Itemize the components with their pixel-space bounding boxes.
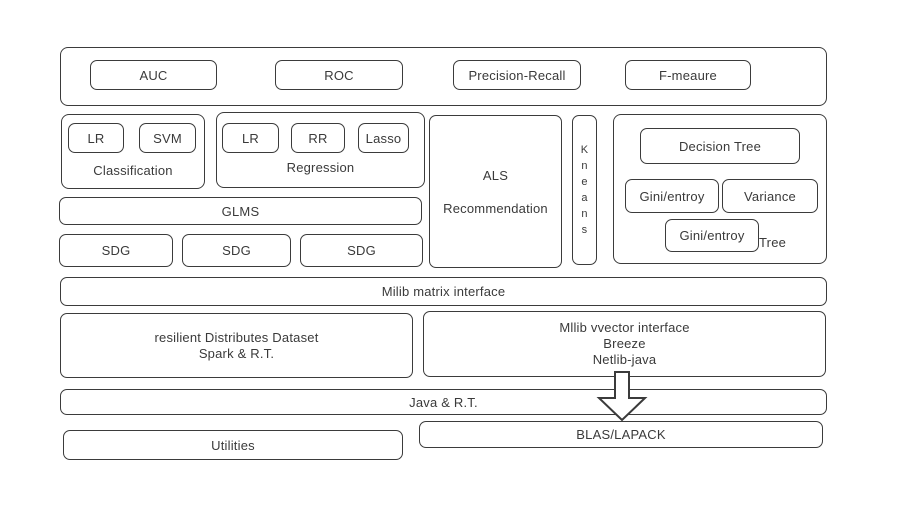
kmeans-letter: s <box>581 224 588 236</box>
blas-lapack-box: BLAS/LAPACK <box>419 421 823 448</box>
metric-box-roc: ROC <box>275 60 403 90</box>
box-label: SVM <box>153 130 182 146</box>
tree-label: Tree <box>759 234 787 250</box>
kmeans-letter: e <box>581 176 588 188</box>
gini-entropy-box-bottom: Gini/entroy <box>665 219 759 252</box>
rdd-line2: Spark & R.T. <box>198 345 275 361</box>
java-rt-bar: Java & R.T. <box>60 389 827 415</box>
box-label: Utilities <box>211 437 255 453</box>
glms-bar: GLMS <box>59 197 422 225</box>
sdg-box-1: SDG <box>59 234 173 267</box>
regression-box-rr: RR <box>291 123 345 153</box>
matrix-interface-bar: Milib matrix interface <box>60 277 827 306</box>
variance-box: Variance <box>722 179 818 213</box>
metric-label: Precision-Recall <box>468 67 566 83</box>
box-label: BLAS/LAPACK <box>576 427 666 442</box>
kmeans-letter: K <box>580 144 589 156</box>
vector-line1: Mllib vvector interface <box>559 320 690 335</box>
metric-box-f-measure: F-meaure <box>625 60 751 90</box>
box-label: RR <box>308 130 328 146</box>
classification-box-lr: LR <box>68 123 124 153</box>
box-label: Variance <box>744 188 796 204</box>
tree-container <box>613 114 827 264</box>
box-label: LR <box>87 130 105 146</box>
box-label: Decision Tree <box>678 138 762 154</box>
box-label: SDG <box>347 243 376 258</box>
vector-line3: Netlib-java <box>592 352 657 367</box>
box-label: SDG <box>101 243 131 258</box>
sdg-box-2: SDG <box>182 234 291 267</box>
box-label: Java & R.T. <box>409 394 478 410</box>
box-label: Gini/entroy <box>679 228 745 243</box>
gini-entropy-box-top: Gini/entroy <box>625 179 719 213</box>
regression-container <box>216 112 425 188</box>
classification-container <box>61 114 205 189</box>
kmeans-box: K n e a n s <box>572 115 597 265</box>
metrics-container <box>60 47 827 106</box>
regression-box-lr: LR <box>222 123 279 153</box>
box-label: GLMS <box>221 203 260 219</box>
metric-label: ROC <box>324 67 354 83</box>
regression-box-lasso: Lasso <box>358 123 409 153</box>
metric-label: AUC <box>139 67 168 83</box>
rdd-line1: resilient Distributes Dataset <box>154 329 319 345</box>
box-label: Milib matrix interface <box>381 284 506 299</box>
regression-label: Regression <box>286 159 355 175</box>
box-label: Lasso <box>365 130 402 146</box>
classification-box-svm: SVM <box>139 123 196 153</box>
als-recommendation-box: ALS Recommendation <box>429 115 562 268</box>
kmeans-letter: n <box>581 208 588 220</box>
metric-box-precision-recall: Precision-Recall <box>453 60 581 90</box>
kmeans-letter: n <box>581 160 588 172</box>
box-label: LR <box>241 130 260 146</box>
sdg-box-3: SDG <box>300 234 423 267</box>
vector-interface-box: Mllib vvector interface Breeze Netlib-ja… <box>423 311 826 377</box>
decision-tree-box: Decision Tree <box>640 128 800 164</box>
down-arrow-icon <box>596 371 648 422</box>
box-label: SDG <box>222 243 251 258</box>
metric-box-auc: AUC <box>90 60 217 90</box>
vector-line2: Breeze <box>603 336 646 351</box>
rdd-box: resilient Distributes Dataset Spark & R.… <box>60 313 413 378</box>
kmeans-letter: a <box>581 192 588 204</box>
classification-label: Classification <box>93 162 173 178</box>
metric-label: F-meaure <box>659 67 717 83</box>
als-label: ALS <box>482 167 509 183</box>
box-label: Gini/entroy <box>639 188 705 204</box>
utilities-box: Utilities <box>63 430 403 460</box>
recommendation-label: Recommendation <box>443 200 548 216</box>
